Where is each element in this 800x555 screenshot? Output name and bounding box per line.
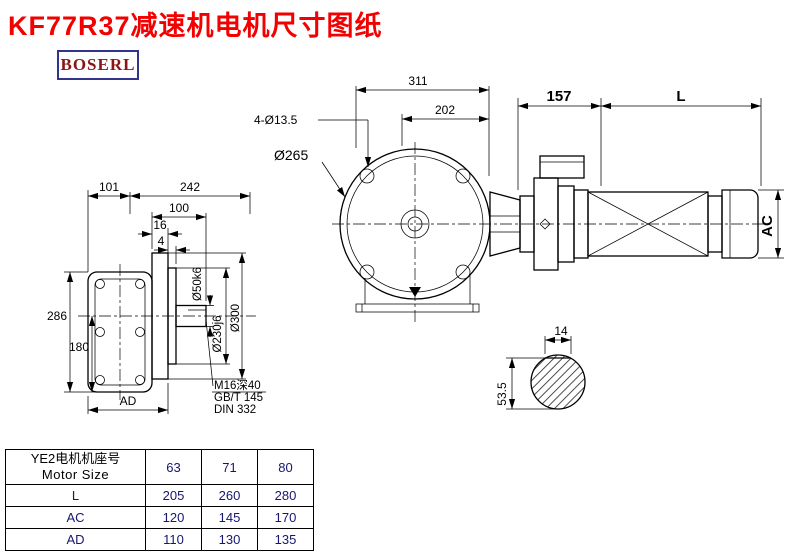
motor-size-71: 71: [201, 449, 258, 485]
table-header-cell: YE2电机机座号 Motor Size: [5, 449, 146, 485]
terminal-box: [539, 155, 585, 179]
datum-triangle-marker: [409, 287, 421, 297]
table-header-cn: YE2电机机座号: [30, 451, 121, 467]
value-ac-63: 120: [145, 506, 202, 529]
row-label-ad: AD: [5, 528, 146, 551]
row-label-l: L: [5, 484, 146, 507]
value-ad-63: 110: [145, 528, 202, 551]
note-gb-standard-label: GB/T 145: [214, 392, 263, 404]
motor-size-63: 63: [145, 449, 202, 485]
dim-311-label: 311: [408, 74, 427, 88]
dim-14-label: 14: [554, 324, 568, 338]
value-ad-80: 135: [257, 528, 314, 551]
boserl-logo: BOSERL: [57, 50, 139, 80]
value-l-80: 280: [257, 484, 314, 507]
shaft-section-circle: [530, 354, 586, 410]
note-din-standard-label: DIN 332: [214, 404, 256, 416]
value-l-63: 205: [145, 484, 202, 507]
table-row-ac: AC 120 145 170: [5, 506, 314, 529]
note-thread-label: M16深40: [214, 378, 261, 392]
value-ad-71: 130: [201, 528, 258, 551]
dim-ad-label: AD: [120, 394, 137, 408]
dim-l-label: L: [676, 88, 685, 105]
dim-157-label: 157: [546, 88, 571, 105]
dim-53-5-label: 53.5: [495, 382, 509, 406]
dim-100-label: 100: [169, 201, 189, 215]
fan-cowl: [721, 189, 759, 259]
dim-flange-circle-label: Ø265: [274, 147, 308, 163]
dim-ac-label: AC: [759, 215, 776, 237]
dim-101-label: 101: [99, 180, 119, 194]
value-l-71: 260: [201, 484, 258, 507]
table-header-en: Motor Size: [41, 467, 110, 482]
value-ac-80: 170: [257, 506, 314, 529]
shaft-key-marker: [539, 218, 551, 230]
page-title: KF77R37减速机电机尺寸图纸: [8, 11, 383, 41]
dim-bolt-holes-label: 4-Ø13.5: [254, 113, 298, 127]
dim-4-label: 4: [158, 234, 165, 248]
table-row-l: L 205 260 280: [5, 484, 314, 507]
table-row-ad: AD 110 130 135: [5, 528, 314, 551]
value-ac-71: 145: [201, 506, 258, 529]
table-header-row: YE2电机机座号 Motor Size 63 71 80: [5, 449, 314, 485]
side-view-drawing: 101 242 100 16 4 286 180: [47, 180, 266, 416]
boserl-logo-text: BOSERL: [60, 55, 136, 74]
front-view-drawing: 311 202 4-Ø13.5 Ø265 157 L AC: [254, 74, 784, 322]
row-label-ac: AC: [5, 506, 146, 529]
dim-286-label: 286: [47, 309, 67, 323]
dim-16-label: 16: [153, 218, 167, 232]
dim-spigot-diameter-label: Ø230j6: [212, 315, 224, 352]
dim-242-label: 242: [180, 180, 200, 194]
dim-flange-diameter-label: Ø300: [230, 304, 242, 332]
shaft-section-drawing: 14 53.5: [495, 324, 586, 410]
dim-shaft-diameter-label: Ø50k6: [192, 267, 204, 301]
dim-202-label: 202: [435, 103, 455, 117]
motor-size-table: YE2电机机座号 Motor Size 63 71 80 L 205 260 2…: [5, 449, 314, 551]
motor-size-80: 80: [257, 449, 314, 485]
dim-180-label: 180: [69, 340, 89, 354]
